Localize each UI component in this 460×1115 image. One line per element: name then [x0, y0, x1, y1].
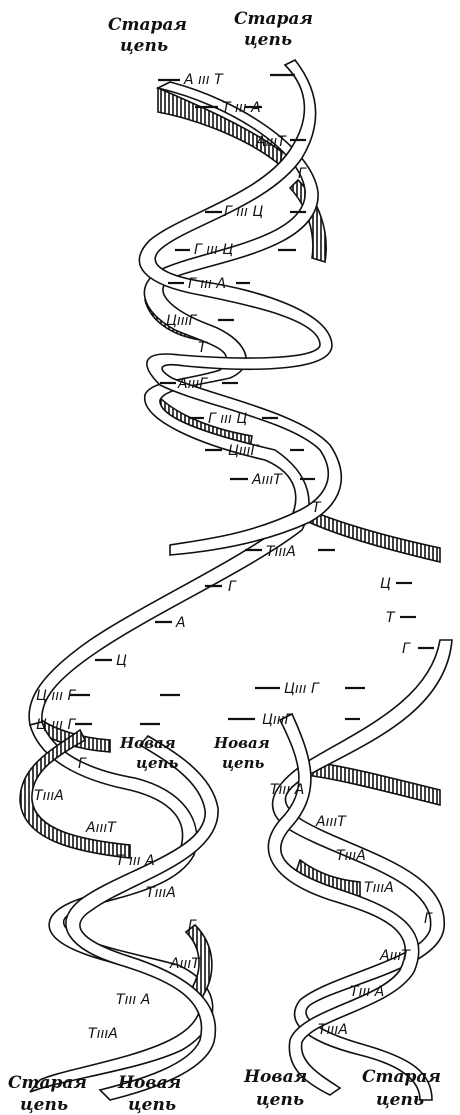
- base-pair: Т: [312, 500, 322, 516]
- base-pair: ТıııА: [266, 544, 296, 560]
- strand-front-old-right: [138, 58, 343, 556]
- base-pair: АıııТ: [315, 814, 347, 830]
- base-pair: ТıııА: [88, 1026, 118, 1042]
- label-bottom-4-b: цепь: [376, 1090, 424, 1110]
- parent-helix: [28, 58, 441, 753]
- right-old-strand: [271, 639, 453, 1101]
- right-daughter-base-pairs: Тııı А АıııТ ТıııА ТıııА Г АıııТ Тııı А …: [270, 782, 433, 1038]
- strand-labels: Старая цепь Старая цепь Новая цепь Новая…: [8, 9, 441, 1115]
- base-single: Г: [402, 641, 411, 657]
- base-pair: Тııı А: [116, 992, 150, 1008]
- base-pair: Г: [78, 756, 87, 772]
- base-pair: Т ııı А: [116, 853, 155, 869]
- left-daughter-helix: [19, 721, 219, 1101]
- base-pair: ТıııА: [364, 880, 394, 896]
- label-top-left-1: Старая: [108, 15, 187, 35]
- base-pair: АıııТ: [379, 948, 411, 964]
- base-pair: ТıııА: [336, 848, 366, 864]
- base-pair: ТıııА: [318, 1022, 348, 1038]
- base-single: Ц: [380, 576, 391, 592]
- base-single: Т: [386, 610, 396, 626]
- unpaired-bases: Г А Ц Ц Т Г: [116, 576, 411, 669]
- base-pair: ЦıııГ: [166, 313, 198, 329]
- base-pair: ЦıııГ: [228, 443, 260, 459]
- right-daughter-helix: [267, 639, 453, 1101]
- label-top-right-2: цепь: [244, 30, 292, 50]
- base-pair: Г ııı Ц: [194, 242, 233, 258]
- label-bottom-2-b: цепь: [128, 1095, 176, 1115]
- label-bottom-1-a: Старая: [8, 1073, 87, 1093]
- base-pair: Г: [188, 918, 197, 934]
- base-pair: АıııТ: [251, 472, 283, 488]
- base-pair: Т: [198, 340, 208, 356]
- label-mid-left-2: цепь: [136, 754, 178, 772]
- label-bottom-1-b: цепь: [20, 1095, 68, 1115]
- base-pair: Г ııı Ц: [208, 411, 247, 427]
- base-single: Ц: [116, 653, 127, 669]
- parent-base-pairs: А ııı Т Т ııı А АıııТ Г Г ııı Ц Г ııı Ц …: [166, 72, 322, 560]
- base-pair: Т ııı А: [222, 100, 261, 116]
- base-pair: АıııТ: [85, 820, 117, 836]
- base-single: А: [175, 615, 186, 631]
- label-mid-right-1: Новая: [213, 734, 270, 752]
- left-new-strand-3: [65, 734, 219, 1101]
- base-pair: Г: [298, 166, 307, 182]
- base-pair: Ц ııı Г: [36, 688, 76, 704]
- base-pair: Г: [424, 911, 433, 927]
- base-pair: Г ııı Ц: [224, 204, 263, 220]
- label-mid-left-1: Новая: [119, 734, 176, 752]
- base-pair: ТıııА: [146, 885, 176, 901]
- label-bottom-4-a: Старая: [362, 1067, 441, 1087]
- label-bottom-3-b: цепь: [256, 1090, 304, 1110]
- label-bottom-2-a: Новая: [117, 1073, 181, 1093]
- base-ticks: [70, 73, 434, 726]
- base-pair: Г ııı А: [188, 276, 226, 292]
- base-pair: Цııı Г: [284, 681, 320, 697]
- base-single: Г: [228, 579, 237, 595]
- base-pair: ТıııА: [34, 788, 64, 804]
- label-bottom-3-a: Новая: [243, 1067, 307, 1087]
- right-new-strand: [267, 712, 420, 1096]
- label-top-right-1: Старая: [234, 9, 313, 29]
- fork-base-pairs: Ц ııı Г Цııı Г Ц ııı Г ЦıııГ: [36, 681, 320, 733]
- label-top-left-2: цепь: [120, 36, 168, 56]
- base-pair: АıııТ: [169, 956, 201, 972]
- base-pair: А ııı Т: [183, 72, 224, 88]
- base-pair: Ц ııı Г: [36, 717, 76, 733]
- base-pair: АıııТ: [255, 134, 287, 150]
- base-pair: АıııГ: [177, 376, 208, 392]
- right-old-strand-back: [297, 759, 441, 807]
- base-pair: Тııı А: [270, 782, 304, 798]
- left-daughter-base-pairs: Г ТıııА АıııТ Т ııı А ТıııА Г АıııТ Тııı…: [34, 756, 201, 1042]
- strand-back-5: [296, 503, 441, 564]
- label-mid-right-2: цепь: [222, 754, 264, 772]
- base-pair: ЦıııГ: [262, 712, 294, 728]
- left-new-strand: [19, 728, 131, 859]
- base-pair: Тııı А: [350, 984, 384, 1000]
